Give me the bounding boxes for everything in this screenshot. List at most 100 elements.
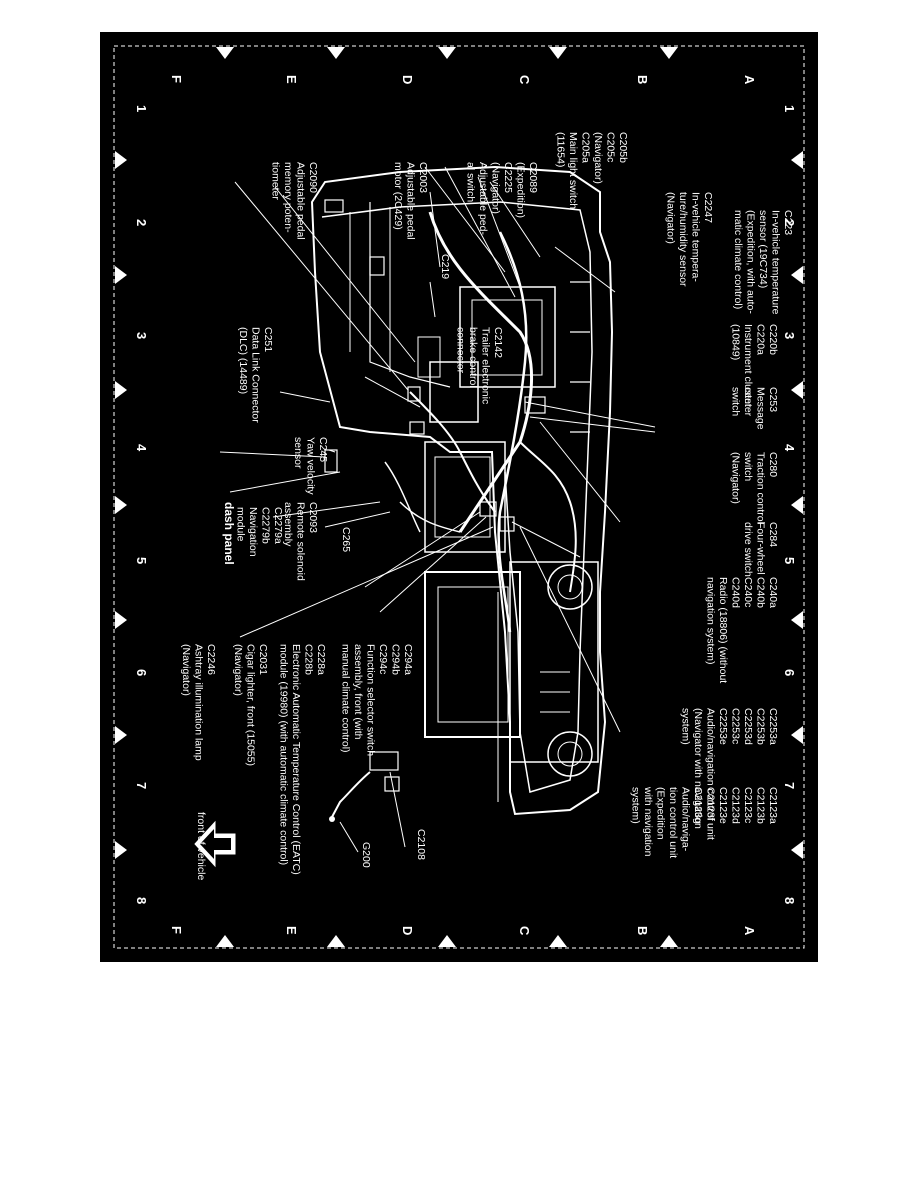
grid-column-label: 5 [134, 557, 149, 564]
grid-marker [216, 47, 234, 59]
label-line: C294c [377, 644, 389, 674]
grid-column-label: 4 [134, 444, 149, 452]
label-line: C2031 [257, 644, 269, 675]
grid-marker [791, 381, 803, 399]
label-line: (11654) [555, 132, 567, 167]
label-line: Trailer electronic [480, 327, 492, 404]
grid-marker [115, 841, 127, 859]
grid-marker [791, 496, 803, 514]
direction-label: front of vehicle [195, 812, 207, 880]
grid-row-label: C [517, 926, 532, 936]
label-line: C265 [340, 527, 352, 552]
label-line: module [235, 507, 247, 542]
grid-marker [791, 151, 803, 169]
label-line: sensor (19C734) [757, 210, 769, 288]
label-line: memory poten- [282, 162, 294, 233]
label-line: C220b [767, 324, 779, 355]
label-line: C223 [782, 210, 794, 235]
grid-column-label: 3 [134, 332, 149, 339]
grid-marker [216, 935, 234, 947]
grid-marker [660, 935, 678, 947]
label-line: C228b [303, 644, 315, 675]
label-line: C2253d [742, 708, 754, 745]
label-line: center [742, 387, 754, 417]
label-line: Main light switch [567, 132, 579, 209]
label-line: Traction control [755, 452, 767, 524]
label-line: Adjustable pedal [295, 162, 307, 240]
label-line: (Navigator) [180, 644, 192, 696]
grid-marker [115, 381, 127, 399]
grid-marker [791, 841, 803, 859]
label-line: system) [630, 787, 642, 824]
grid-row-label: D [400, 75, 415, 84]
grid-column-label: 1 [134, 105, 149, 112]
grid-column-label: 2 [782, 219, 797, 226]
grid-row-label: C [517, 75, 532, 85]
label-line: C2246 [205, 644, 217, 675]
label-line: C2253e [717, 708, 729, 745]
label-line: (Expedition, with auto- [745, 210, 757, 314]
label-line: Function selector switch [365, 644, 377, 756]
label-line: motor (2C429) [392, 162, 404, 230]
label-line: (Navigator with navigation [692, 708, 704, 829]
grid-row-label: E [284, 75, 299, 84]
label-line: assembly, front (with [352, 644, 364, 740]
label-line: C280 [767, 452, 779, 477]
label-line: C2253c [730, 708, 742, 744]
label-line: C2123c [742, 787, 754, 823]
label-line: assembly [282, 502, 294, 547]
grid-column-label: 6 [134, 669, 149, 676]
label-line: C240a [767, 577, 779, 608]
label-line: Radio (18806) (without [717, 577, 729, 683]
grid-column-label: 2 [134, 219, 149, 226]
label-line: Adjustable pedal [405, 162, 417, 240]
grid-row-label: B [635, 75, 650, 84]
label-c265: C265 [340, 527, 352, 552]
label-line: Cigar lighter, front (15055) [245, 644, 257, 766]
label-line: Yaw velocity [305, 437, 317, 495]
label-line: Adjustable ped- [477, 162, 489, 235]
grid-column-label: 7 [134, 782, 149, 789]
label-line: C245 [317, 437, 329, 462]
label-line: (Navigator) [730, 452, 742, 504]
label-line: (Expedition [655, 787, 667, 840]
label-line: Four-wheel [755, 522, 767, 575]
grid-column-label: 1 [782, 105, 797, 112]
label-line: tiometer [270, 162, 282, 200]
grid-marker [327, 47, 345, 59]
grid-marker [660, 47, 678, 59]
label-line: module (19980) (with automatic climate c… [278, 644, 290, 865]
label-line: C240b [755, 577, 767, 608]
grid-row-label: F [169, 926, 184, 934]
label-line: C219 [439, 254, 451, 279]
dashed-border [113, 45, 805, 949]
grid-column-label: 7 [782, 782, 797, 789]
grid-marker [549, 47, 567, 59]
label-line: C2089 [527, 162, 539, 193]
label-c219: C219 [439, 254, 451, 279]
label-line: (Navigator) [232, 644, 244, 696]
grid-marker [791, 611, 803, 629]
label-line: C253 [767, 387, 779, 412]
label-line: matic climate control) [732, 210, 744, 309]
label-line: C228a [315, 644, 327, 675]
label-line: Audio/naviga- [680, 787, 692, 852]
grid-column-label: 3 [782, 332, 797, 339]
label-line: C2253a [767, 708, 779, 745]
grid-marker [115, 151, 127, 169]
label-line: C2247 [702, 192, 714, 223]
